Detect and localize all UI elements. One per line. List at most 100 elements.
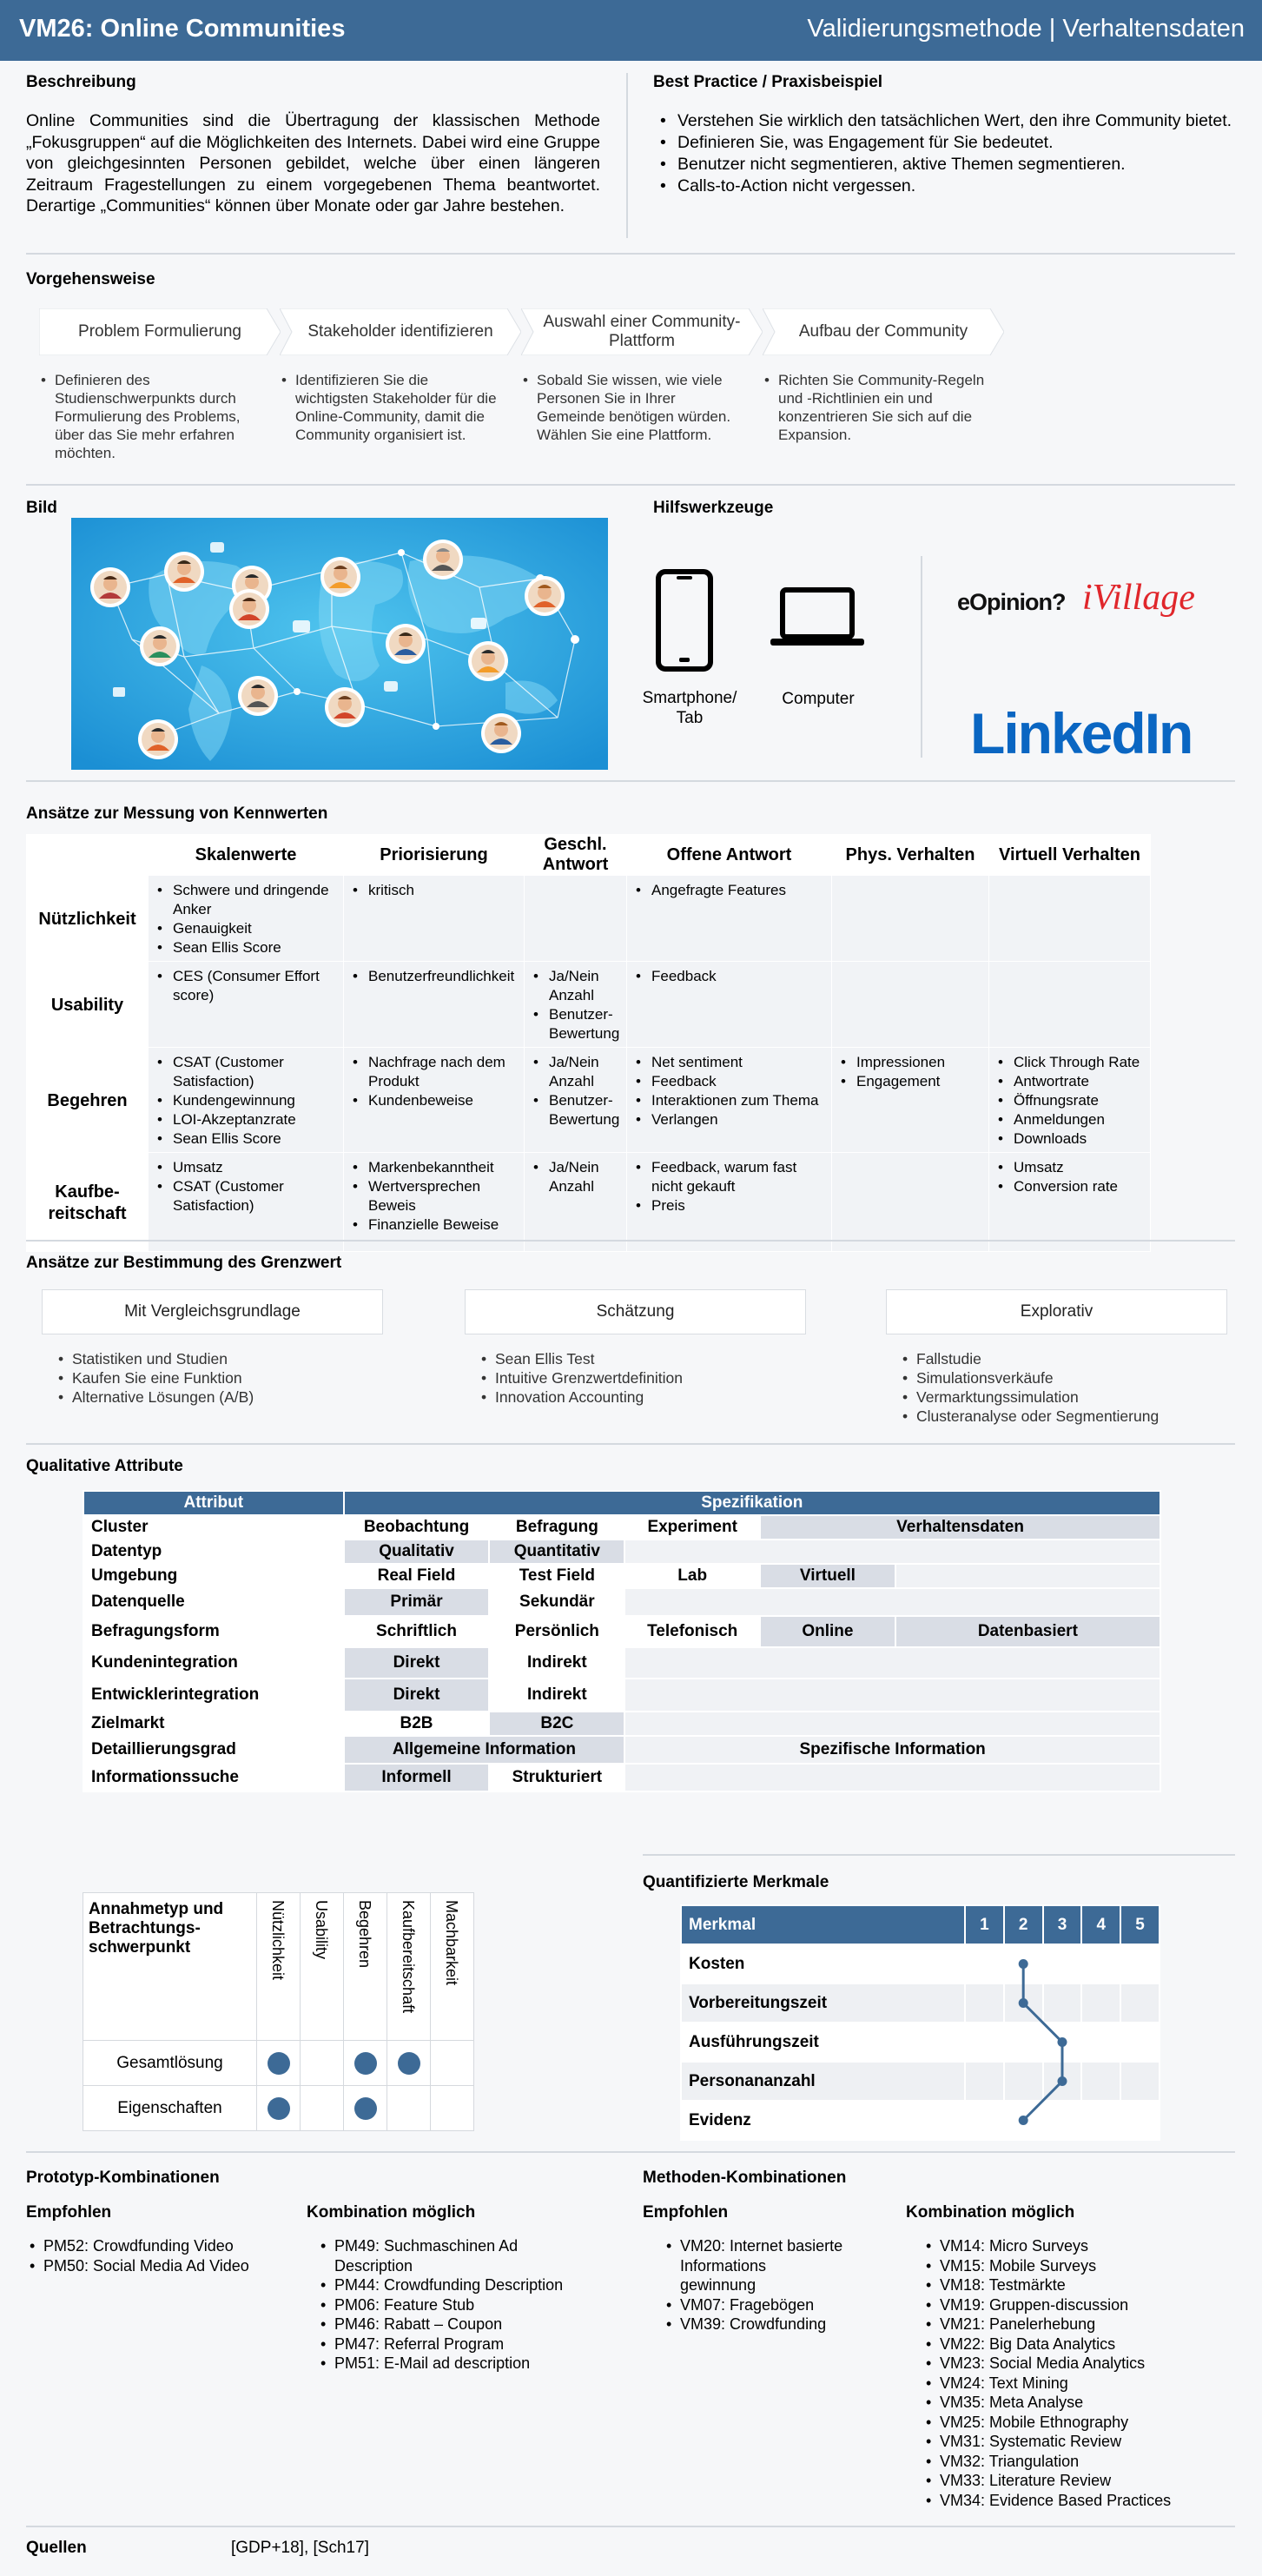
best-practice-item: Benutzer nicht segmentieren, aktive Them… <box>653 154 1244 175</box>
measurement-row-label: Usability <box>26 961 149 1048</box>
annahmetyp-cell <box>387 2040 431 2086</box>
measurement-cell: Ja/Nein AnzahlBenutzer-Bewertung <box>524 1047 627 1153</box>
process-step-description: Sobald Sie wissen, wie viele Personen Si… <box>519 371 743 444</box>
prototyp-empfohlen-list: PM52: Crowdfunding VideoPM50: Social Med… <box>26 2236 287 2275</box>
linkedin-logo: LinkedIn <box>970 701 1193 765</box>
process-step-text: Definieren des Studienschwerpunkts durch… <box>37 371 261 462</box>
measurement-cell-item: Verlangen <box>632 1110 826 1129</box>
measurement-row: UsabilityCES (Consumer Effort score)Benu… <box>26 961 1151 1048</box>
process-step-label: Problem Formulierung <box>78 322 241 341</box>
threshold-list: Statistiken und StudienKaufen Sie eine F… <box>55 1349 385 1407</box>
measurement-cell-item: Öffnungsrate <box>994 1091 1145 1110</box>
tools-divider <box>921 556 922 758</box>
measurement-cell-item: Interaktionen zum Thema <box>632 1091 826 1110</box>
measurement-cell-item: Feedback, warum fast nicht gekauft <box>632 1158 826 1196</box>
methoden-moeglich-item: VM24: Text Mining <box>922 2374 1235 2394</box>
prototyp-moeglich-item: PM44: Crowdfunding Description <box>317 2275 595 2295</box>
measurement-cell-list: Nachfrage nach dem ProduktKundenbeweise <box>349 1053 519 1110</box>
qualitative-cell: Schriftlich <box>342 1615 491 1648</box>
measurement-cell-item: Feedback <box>632 1072 826 1091</box>
process-step-description: Identifizieren Sie die wichtigsten Stake… <box>278 371 502 444</box>
bild-heading: Bild <box>26 499 57 517</box>
ivillage-logo: iVillage <box>1082 578 1195 618</box>
measurement-cell-item: CSAT (Customer Satisfaction) <box>154 1053 338 1091</box>
marker-dot <box>267 2051 290 2075</box>
methoden-moeglich-list: VM14: Micro SurveysVM15: Mobile SurveysV… <box>922 2236 1235 2510</box>
qualitative-cell <box>624 1646 1161 1679</box>
methoden-moeglich-item: VM31: Systematic Review <box>922 2432 1235 2452</box>
qualitative-heading: Qualitative Attribute <box>26 1457 183 1475</box>
process-step-description: Definieren des Studienschwerpunkts durch… <box>37 371 261 462</box>
page-header: VM26: Online Communities Validierungsmet… <box>0 0 1262 61</box>
measurement-cell-item: Benutzer-Bewertung <box>530 1091 621 1129</box>
beschreibung-text: Online Communities sind die Übertragung … <box>26 111 600 215</box>
quantified-cell <box>1041 2022 1083 2063</box>
measurement-cell-item: Umsatz <box>994 1158 1145 1177</box>
qualitative-row-label: Zielmarkt <box>83 1711 345 1737</box>
annahmetyp-column: Machbarkeit <box>430 1892 474 2041</box>
measurement-cell <box>988 875 1151 962</box>
quantified-cell <box>1041 1983 1083 2023</box>
annahmetyp-cell <box>343 2040 387 2086</box>
page-subtitle: Validierungsmethode | Verhaltensdaten <box>807 15 1245 43</box>
quantified-row-label: Personananzahl <box>680 2061 966 2102</box>
prototyp-moeglich-item: PM47: Referral Program <box>317 2334 595 2354</box>
annahmetyp-column-label: Nützlichkeit <box>269 1900 287 1981</box>
measurement-cell-item: LOI-Akzeptanzrate <box>154 1110 338 1129</box>
annahmetyp-cell <box>430 2085 474 2131</box>
qualitative-cell: Beobachtung <box>342 1514 491 1540</box>
measurement-cell-item: Angefragte Features <box>632 881 826 900</box>
measurement-cell: Schwere und dringende AnkerGenauigkeitSe… <box>148 875 344 962</box>
methoden-moeglich-item: VM33: Literature Review <box>922 2471 1235 2491</box>
measurement-cell-list: CES (Consumer Effort score) <box>154 967 338 1005</box>
qualitative-cell: Informell <box>342 1763 491 1792</box>
measurement-cell-list: kritisch <box>349 881 519 900</box>
measurement-cell-list: Ja/Nein AnzahlBenutzer-Bewertung <box>530 1053 621 1129</box>
measurement-cell-list: Feedback, warum fast nicht gekauftPreis <box>632 1158 826 1215</box>
methoden-moeglich-item: VM32: Triangulation <box>922 2452 1235 2472</box>
measurement-cell: Feedback, warum fast nicht gekauftPreis <box>626 1152 832 1252</box>
threshold-item: Alternative Lösungen (A/B) <box>55 1387 385 1407</box>
measurement-cell-item: Ja/Nein Anzahl <box>530 1158 621 1196</box>
threshold-box: Mit Vergleichsgrundlage <box>42 1289 383 1334</box>
hilfswerkzeuge-heading: Hilfswerkzeuge <box>653 499 774 517</box>
page-title: VM26: Online Communities <box>19 15 346 43</box>
measurement-cell-item: Anmeldungen <box>994 1110 1145 1129</box>
laptop-icon <box>769 586 866 647</box>
measurement-cell: Click Through RateAntwortrateÖffnungsrat… <box>988 1047 1151 1153</box>
annahmetyp-cell <box>387 2085 431 2131</box>
qualitative-cell: Persönlich <box>488 1615 626 1648</box>
annahmetyp-column: Begehren <box>343 1892 387 2041</box>
methoden-moeglich-item: VM14: Micro Surveys <box>922 2236 1235 2256</box>
prototyp-moeglich-item: PM51: E-Mail ad description <box>317 2354 595 2374</box>
process-step-label: Stakeholder identifizieren <box>307 322 493 341</box>
measurement-cell-item: Preis <box>632 1196 826 1215</box>
annahmetyp-column: Kaufbereitschaft <box>387 1892 431 2041</box>
qualitative-cell <box>624 1711 1161 1737</box>
annahmetyp-cell <box>343 2085 387 2131</box>
prototyp-empfohlen-heading: Empfohlen <box>26 2203 112 2222</box>
marker-dot <box>397 2051 420 2075</box>
divider <box>26 780 1235 782</box>
methoden-moeglich-item: VM18: Testmärkte <box>922 2275 1235 2295</box>
qualitative-cell: Verhaltensdaten <box>759 1514 1161 1540</box>
measurement-column-header: Skalenwerte <box>148 834 344 876</box>
measurement-cell-item: Ja/Nein Anzahl <box>530 1053 621 1091</box>
quantified-row-label: Evidenz <box>680 2100 966 2141</box>
qualitative-cell: B2C <box>488 1711 626 1737</box>
prototyp-moeglich-list: PM49: Suchmaschinen Ad DescriptionPM44: … <box>317 2236 595 2374</box>
qualitative-cell: Test Field <box>488 1563 626 1589</box>
smartphone-icon <box>656 569 713 672</box>
table-corner <box>26 834 149 876</box>
best-practice-item: Calls-to-Action nicht vergessen. <box>653 175 1244 197</box>
quantified-cell <box>1080 1983 1122 2023</box>
quantified-cell <box>1080 2022 1122 2063</box>
quantified-cell <box>1002 2022 1044 2063</box>
qualitative-cell: B2B <box>342 1711 491 1737</box>
marker-dot <box>353 2096 377 2120</box>
